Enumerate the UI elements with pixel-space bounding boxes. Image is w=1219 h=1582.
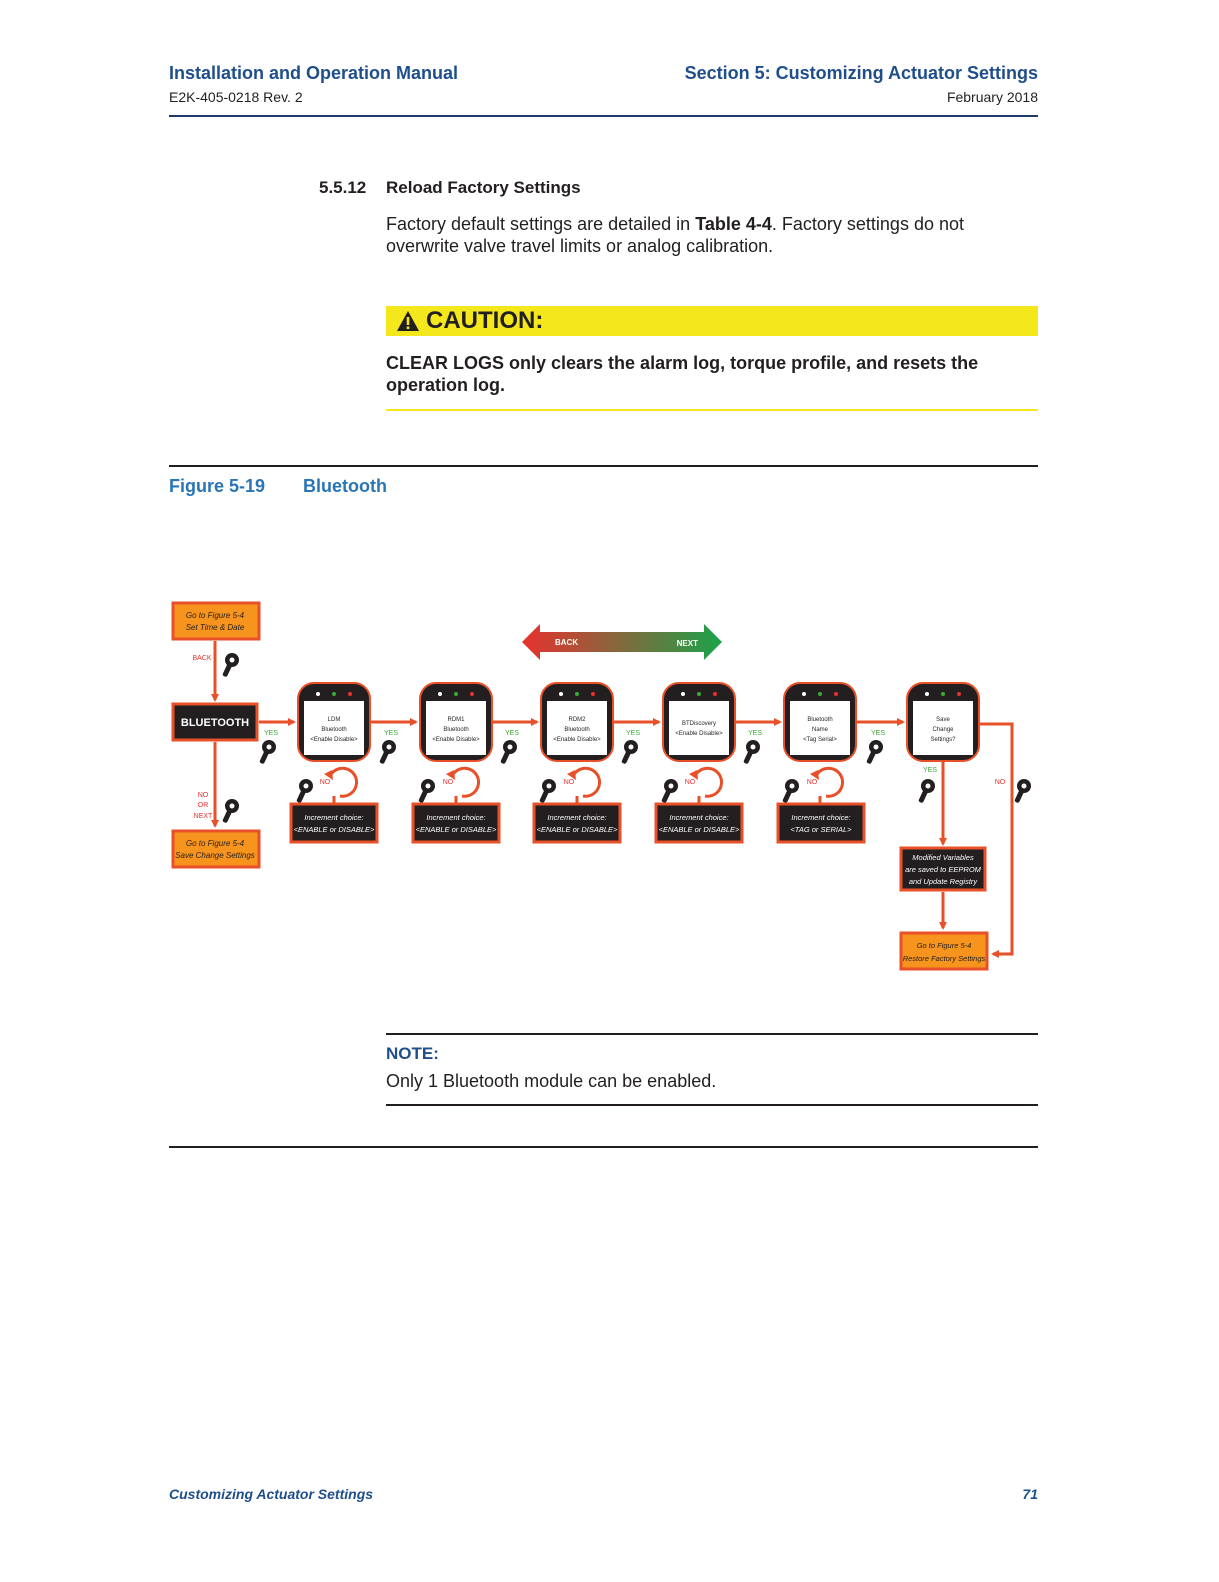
knob-icon	[500, 740, 517, 764]
screen-bluetooth-name[interactable]: Bluetooth Name <Tag Serial>	[784, 683, 856, 761]
svg-text:Settings?: Settings?	[930, 737, 956, 743]
screen-btdiscovery[interactable]: BTDiscovery <Enable Disable>	[663, 683, 735, 761]
knob-icon	[222, 799, 239, 823]
goto-save-change-box[interactable]	[173, 831, 259, 867]
svg-text:Increment choice:: Increment choice:	[669, 813, 728, 822]
svg-text:Bluetooth: Bluetooth	[807, 717, 832, 723]
svg-text:NO: NO	[685, 779, 696, 786]
svg-text:<Enable Disable>: <Enable Disable>	[553, 737, 601, 743]
restore-line1: Go to Figure 5-4	[917, 941, 972, 950]
no-loop-5: NO Increment choice: <TAG or SERIAL>	[778, 768, 864, 842]
svg-text:Bluetooth: Bluetooth	[443, 727, 468, 733]
goto-save-change-line2: Save Change Settings	[175, 851, 255, 860]
footer-chapter: Customizing Actuator Settings	[169, 1486, 373, 1502]
arrow-next-label: NEXT	[677, 639, 698, 648]
svg-text:Bluetooth: Bluetooth	[564, 727, 589, 733]
arrow-back-label: BACK	[555, 638, 578, 647]
knob-icon	[222, 653, 239, 677]
goto-time-date-box[interactable]	[173, 603, 259, 639]
yes-label: YES	[923, 767, 937, 774]
no-label: NO	[995, 779, 1006, 786]
no-loop-3: NO Increment choice: <ENABLE or DISABLE>	[534, 768, 620, 842]
note-rule-bottom	[386, 1104, 1038, 1106]
knob-icon	[918, 779, 935, 803]
svg-text:NO: NO	[564, 779, 575, 786]
svg-text:Increment choice:: Increment choice:	[304, 813, 363, 822]
svg-text:Increment choice:: Increment choice:	[426, 813, 485, 822]
note-text: Only 1 Bluetooth module can be enabled.	[386, 1071, 716, 1092]
yes-label: YES	[384, 730, 398, 737]
no-loop-1: NO Increment choice: <ENABLE or DISABLE>	[291, 768, 377, 842]
screen-rdm2[interactable]: RDM2 Bluetooth <Enable Disable>	[541, 683, 613, 761]
knob-icon	[621, 740, 638, 764]
svg-text:NO: NO	[320, 779, 331, 786]
knob-icon	[379, 740, 396, 764]
goto-restore-factory-box[interactable]	[901, 933, 987, 969]
svg-text:Increment choice:: Increment choice:	[791, 813, 850, 822]
knob-icon	[866, 740, 883, 764]
svg-text:<Enable Disable>: <Enable Disable>	[432, 737, 480, 743]
back-label: BACK	[192, 655, 211, 662]
svg-text:<Enable Disable>: <Enable Disable>	[310, 737, 358, 743]
svg-text:Name: Name	[812, 727, 829, 733]
goto-time-date-line1: Go to Figure 5-4	[186, 611, 245, 620]
modified-line2: are saved to EEPROM	[905, 865, 982, 874]
page-number: 71	[1022, 1486, 1038, 1502]
svg-text:<ENABLE or DISABLE>: <ENABLE or DISABLE>	[294, 825, 375, 834]
yes-label: YES	[748, 730, 762, 737]
yes-label: YES	[626, 730, 640, 737]
note-label: NOTE:	[386, 1044, 439, 1064]
screen-save-change[interactable]: Save Change Settings?	[907, 683, 979, 761]
knob-icon	[1014, 779, 1031, 803]
goto-save-change-line1: Go to Figure 5-4	[186, 839, 245, 848]
screen-rdm1[interactable]: RDM1 Bluetooth <Enable Disable>	[420, 683, 492, 761]
svg-text:LDM: LDM	[328, 717, 341, 723]
svg-text:<Enable Disable>: <Enable Disable>	[675, 731, 723, 737]
restore-line2: Restore Factory Settings	[903, 954, 986, 963]
svg-text:<TAG or SERIAL>: <TAG or SERIAL>	[790, 825, 852, 834]
svg-text:<Tag Serial>: <Tag Serial>	[803, 737, 837, 743]
svg-text:NO: NO	[443, 779, 454, 786]
knob-icon	[259, 740, 276, 764]
note-rule-top	[386, 1033, 1038, 1035]
svg-text:RDM1: RDM1	[447, 717, 465, 723]
next-label: NEXT	[194, 813, 213, 820]
knob-icon	[743, 740, 760, 764]
svg-text:Save: Save	[936, 717, 950, 723]
svg-text:<ENABLE or DISABLE>: <ENABLE or DISABLE>	[537, 825, 618, 834]
bluetooth-menu-label: BLUETOOTH	[181, 717, 249, 729]
modified-line1: Modified Variables	[912, 853, 974, 862]
no-loop-2: NO Increment choice: <ENABLE or DISABLE>	[413, 768, 499, 842]
yes-label: YES	[264, 730, 278, 737]
svg-text:RDM2: RDM2	[568, 717, 586, 723]
svg-text:Increment choice:: Increment choice:	[547, 813, 606, 822]
screen-ldm[interactable]: LDM Bluetooth <Enable Disable>	[298, 683, 370, 761]
svg-text:Change: Change	[932, 727, 954, 733]
svg-text:Bluetooth: Bluetooth	[321, 727, 346, 733]
no-loop-4: NO Increment choice: <ENABLE or DISABLE>	[656, 768, 742, 842]
or-label: OR	[198, 802, 209, 809]
svg-text:<ENABLE or DISABLE>: <ENABLE or DISABLE>	[659, 825, 740, 834]
section-end-rule	[169, 1146, 1038, 1148]
svg-text:NO: NO	[807, 779, 818, 786]
modified-line3: and Update Registry	[909, 877, 979, 886]
svg-text:<ENABLE or DISABLE>: <ENABLE or DISABLE>	[416, 825, 497, 834]
no-label: NO	[198, 792, 209, 799]
yes-label: YES	[505, 730, 519, 737]
svg-text:BTDiscovery: BTDiscovery	[682, 721, 716, 727]
yes-label: YES	[871, 730, 885, 737]
goto-time-date-line2: Set Time & Date	[186, 623, 245, 632]
